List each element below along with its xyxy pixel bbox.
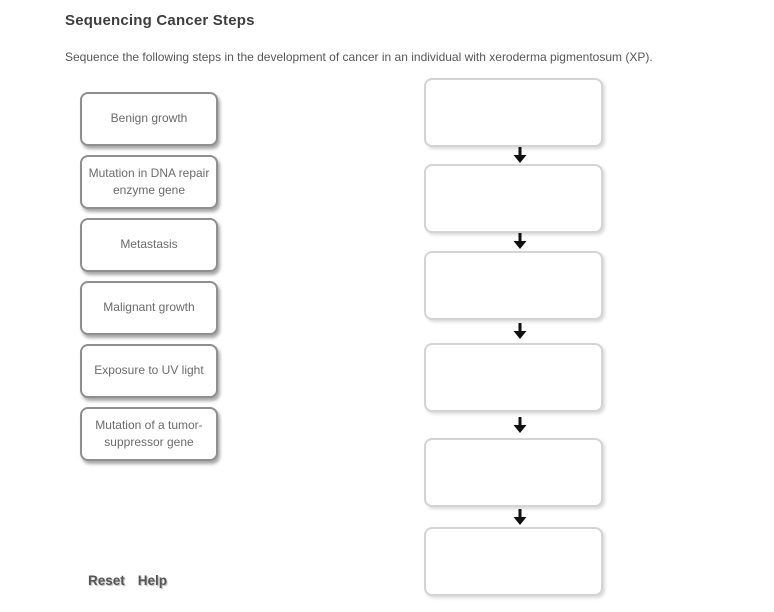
page-title: Sequencing Cancer Steps (65, 12, 255, 29)
draggable-card-metastasis[interactable]: Metastasis (80, 218, 218, 272)
card-label: Metastasis (120, 237, 178, 252)
reset-button[interactable]: Reset (88, 573, 125, 588)
sequence-slot-6[interactable] (424, 527, 603, 596)
down-arrow-icon (512, 233, 528, 249)
card-label: Benign growth (110, 111, 188, 126)
sequence-slot-4[interactable] (424, 343, 603, 412)
draggable-card-dna-repair-mutation[interactable]: Mutation in DNA repair enzyme gene (80, 155, 218, 209)
instruction-text: Sequence the following steps in the deve… (65, 50, 653, 64)
card-label: Malignant growth (103, 300, 195, 315)
help-button[interactable]: Help (137, 573, 168, 588)
card-label: Mutation of a tumor-suppressor gene (95, 417, 203, 449)
draggable-card-malignant-growth[interactable]: Malignant growth (80, 281, 218, 335)
draggable-card-tumor-suppressor-mutation[interactable]: Mutation of a tumor-suppressor gene (80, 407, 218, 461)
sequence-slot-1[interactable] (424, 78, 603, 147)
down-arrow-icon (512, 147, 528, 163)
down-arrow-icon (512, 509, 528, 525)
card-label: Exposure to UV light (94, 363, 204, 378)
sequence-slot-2[interactable] (424, 164, 603, 233)
sequence-slot-5[interactable] (424, 438, 603, 507)
footer-actions: Reset Help (88, 573, 167, 588)
draggable-card-benign-growth[interactable]: Benign growth (80, 92, 218, 146)
down-arrow-icon (512, 417, 528, 433)
down-arrow-icon (512, 323, 528, 339)
sequence-slot-3[interactable] (424, 251, 603, 320)
card-label: Mutation in DNA repair enzyme gene (88, 165, 210, 197)
draggable-card-uv-exposure[interactable]: Exposure to UV light (80, 344, 218, 398)
